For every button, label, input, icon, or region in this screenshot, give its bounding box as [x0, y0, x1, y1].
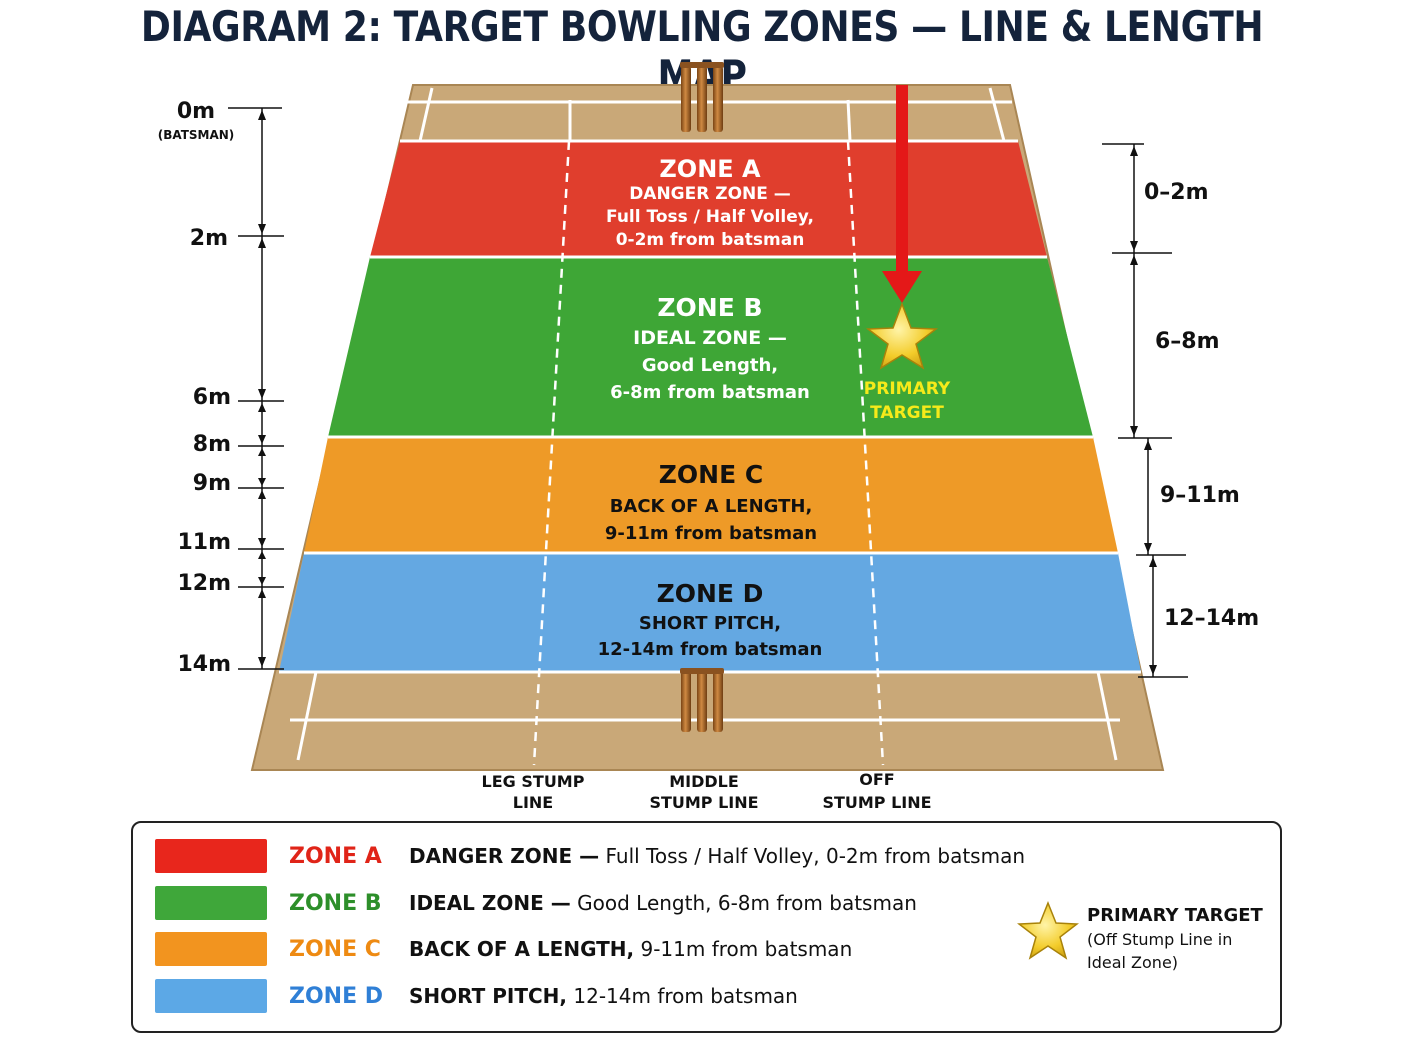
- off-stump-label-2: STUMP LINE: [822, 793, 931, 812]
- off-stump-guide: [846, 140, 885, 766]
- legend-primary-target: PRIMARY TARGET (Off Stump Line in Ideal …: [1017, 901, 1263, 974]
- scale-label-14m: 14m: [177, 652, 231, 677]
- legend-box: ZONE A DANGER ZONE — Full Toss / Half Vo…: [131, 821, 1282, 1033]
- stump-line-labels: LEG STUMP LINE MIDDLE STUMP LINE OFF STU…: [482, 770, 932, 812]
- legend-zone-d-desc: SHORT PITCH, 12-14m from batsman: [409, 984, 798, 1008]
- middle-stump-label-1: MIDDLE: [669, 772, 739, 791]
- zone-c-label: ZONE C BACK OF A LENGTH, 9-11m from bats…: [605, 460, 817, 544]
- right-distance-scale: 0–2m 6–8m 9–11m 12–14m: [1102, 143, 1259, 678]
- zone-c-line-1: BACK OF A LENGTH,: [610, 496, 813, 517]
- pitch-diagram: ZONE A DANGER ZONE — Full Toss / Half Vo…: [158, 62, 1259, 812]
- legend-swatch-zone-c: [155, 932, 267, 966]
- legend-zone-c-desc: BACK OF A LENGTH, 9-11m from batsman: [409, 937, 853, 961]
- legend-zone-a-name: ZONE A: [289, 843, 382, 869]
- left-distance-scale: 0m (BATSMAN) 2m 6m 8m 9m 11m 12m 14m: [158, 99, 284, 677]
- legend-swatch-zone-b: [155, 886, 267, 920]
- zone-d-line-2: 12-14m from batsman: [598, 639, 823, 660]
- scale-label-6m: 6m: [193, 385, 231, 410]
- zone-c-line-2: 9-11m from batsman: [605, 523, 817, 544]
- stump-guide-lines: [532, 140, 885, 766]
- legend-zone-b-desc: IDEAL ZONE — Good Length, 6-8m from bats…: [409, 891, 917, 915]
- scale-label-batsman: (BATSMAN): [158, 128, 235, 142]
- zone-d-band: [279, 553, 1141, 672]
- zone-a-line-3: 0-2m from batsman: [616, 230, 805, 250]
- zone-d-label: ZONE D SHORT PITCH, 12-14m from batsman: [598, 579, 823, 660]
- legend-row-zone-c: ZONE C BACK OF A LENGTH, 9-11m from bats…: [155, 931, 852, 967]
- range-label-0-2m: 0–2m: [1144, 180, 1209, 205]
- primary-target-line-2: TARGET: [870, 403, 944, 423]
- off-stump-label-1: OFF: [859, 770, 894, 789]
- zone-a-line-2: Full Toss / Half Volley,: [606, 207, 814, 227]
- delivery-arrow: [882, 85, 922, 303]
- zone-d-line-1: SHORT PITCH,: [639, 613, 781, 634]
- zone-c-title: ZONE C: [659, 460, 763, 489]
- legend-zone-c-name: ZONE C: [289, 936, 381, 962]
- legend-zone-a-desc: DANGER ZONE — Full Toss / Half Volley, 0…: [409, 844, 1026, 868]
- legend-swatch-zone-a: [155, 839, 267, 873]
- primary-target-line-1: PRIMARY: [864, 379, 951, 399]
- legend-target-subtitle: (Off Stump Line in Ideal Zone): [1087, 930, 1233, 973]
- scale-label-11m: 11m: [177, 530, 231, 555]
- legend-row-zone-b: ZONE B IDEAL ZONE — Good Length, 6-8m fr…: [155, 885, 917, 921]
- zone-a-title: ZONE A: [659, 155, 761, 183]
- diagram-title: DIAGRAM 2: TARGET BOWLING ZONES — LINE &…: [140, 2, 1264, 100]
- zone-c-band: [304, 437, 1118, 553]
- bottom-stumps: [680, 668, 724, 732]
- range-label-6-8m: 6–8m: [1155, 329, 1220, 354]
- legend-row-zone-a: ZONE A DANGER ZONE — Full Toss / Half Vo…: [155, 838, 1025, 874]
- zone-b-line-3: 6-8m from batsman: [610, 382, 810, 403]
- primary-target-marker: PRIMARY TARGET: [864, 301, 951, 423]
- legend-zone-b-name: ZONE B: [289, 890, 382, 916]
- range-label-9-11m: 9–11m: [1160, 483, 1240, 508]
- leg-stump-label-2: LINE: [513, 793, 553, 812]
- leg-stump-guide: [532, 140, 571, 766]
- zone-b-line-2: Good Length,: [642, 355, 778, 376]
- zone-borders: [279, 139, 1141, 674]
- zone-b-line-1: IDEAL ZONE —: [633, 327, 787, 349]
- leg-stump-label-1: LEG STUMP: [482, 772, 585, 791]
- zone-a-band: [370, 141, 1047, 257]
- legend-swatch-zone-d: [155, 979, 267, 1013]
- legend-row-zone-d: ZONE D SHORT PITCH, 12-14m from batsman: [155, 978, 798, 1014]
- primary-target-star-icon: [865, 301, 939, 370]
- zone-a-line-1: DANGER ZONE —: [629, 184, 791, 204]
- scale-label-0m: 0m: [177, 99, 215, 124]
- middle-stump-label-2: STUMP LINE: [649, 793, 758, 812]
- zone-d-title: ZONE D: [657, 579, 764, 608]
- scale-label-9m: 9m: [193, 471, 231, 496]
- scale-label-2m: 2m: [190, 226, 228, 251]
- zone-b-label: ZONE B IDEAL ZONE — Good Length, 6-8m fr…: [610, 293, 810, 403]
- scale-label-8m: 8m: [193, 432, 231, 457]
- legend-star-icon: [1017, 901, 1079, 960]
- legend-zone-d-name: ZONE D: [289, 983, 384, 1009]
- scale-label-12m: 12m: [177, 571, 231, 596]
- legend-target-title: PRIMARY TARGET: [1087, 905, 1263, 926]
- range-label-12-14m: 12–14m: [1164, 606, 1259, 631]
- zone-a-label: ZONE A DANGER ZONE — Full Toss / Half Vo…: [606, 155, 814, 250]
- top-stumps: [680, 62, 724, 132]
- zone-b-title: ZONE B: [657, 293, 762, 322]
